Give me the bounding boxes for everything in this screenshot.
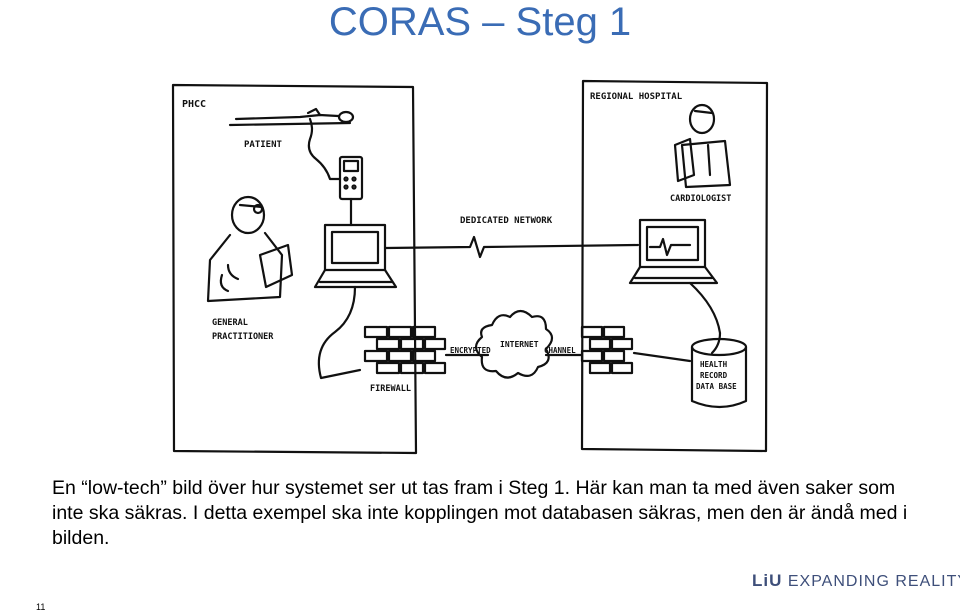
phcc-frame: [171, 83, 418, 455]
label-health: HEALTH: [700, 360, 728, 369]
system-sketch: PHCC REGIONAL HOSPITAL PATIENT DEDICATED…: [171, 79, 769, 455]
slide-title: CORAS – Steg 1: [328, 0, 632, 44]
internet-cloud-icon: [474, 309, 554, 379]
general-practitioner-figure: [206, 195, 294, 303]
label-cardiologist: CARDIOLOGIST: [670, 194, 731, 204]
label-patient: PATIENT: [244, 140, 283, 150]
label-dedicated-network: DEDICATED NETWORK: [460, 216, 553, 226]
laptop-to-firewall-line: [317, 285, 362, 380]
phcc-laptop-icon: [313, 223, 398, 289]
patient-figure: [228, 107, 355, 181]
label-record: RECORD: [700, 371, 728, 380]
label-practitioner: PRACTITIONER: [212, 332, 274, 342]
label-database: DATA BASE: [696, 382, 737, 391]
left-firewall-icon: [363, 325, 447, 375]
label-encrypted: ENCRYPTED: [450, 346, 491, 355]
slide-body-text: En “low-tech” bild över hur systemet ser…: [52, 477, 908, 549]
cardiologist-figure: [673, 103, 732, 189]
page-number: 11: [36, 602, 46, 612]
handheld-device-icon: [338, 155, 364, 227]
laptop-to-database-line: [688, 281, 722, 355]
health-record-database-icon: [690, 337, 748, 409]
dedicated-network-line: [384, 235, 640, 259]
liu-logo-text: EXPANDING REALITY: [787, 573, 960, 590]
label-general: GENERAL: [212, 318, 248, 328]
liu-logo: LiU EXPANDING REALITY: [752, 571, 960, 591]
hospital-laptop-icon: [628, 218, 719, 285]
label-phcc: PHCC: [182, 99, 206, 110]
liu-logo-mark: LiU: [752, 571, 783, 590]
label-firewall: FIREWALL: [370, 384, 411, 394]
right-firewall-icon: [580, 325, 634, 375]
label-regional-hospital: REGIONAL HOSPITAL: [590, 92, 683, 102]
label-channel: CHANNEL: [544, 346, 576, 355]
label-internet: INTERNET: [500, 340, 539, 349]
firewall-to-database-line: [632, 351, 692, 363]
